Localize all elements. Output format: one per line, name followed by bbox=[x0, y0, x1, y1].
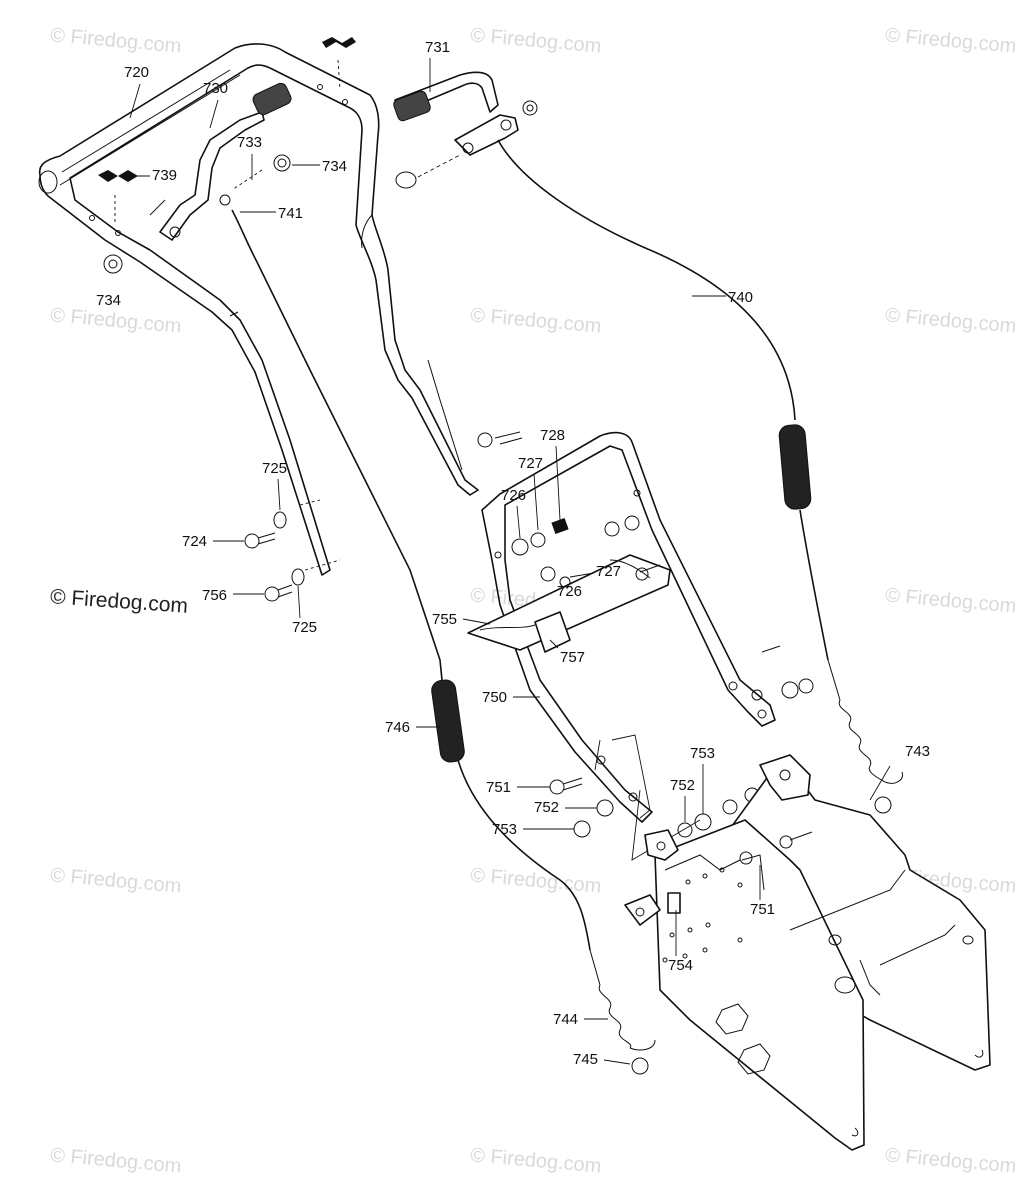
washer-752-left bbox=[596, 799, 614, 817]
label-753-lower: 753 bbox=[492, 821, 517, 838]
label-740: 740 bbox=[728, 289, 753, 306]
bolt-756 bbox=[264, 568, 305, 602]
bolt-724 bbox=[244, 511, 287, 549]
label-743: 743 bbox=[905, 743, 930, 760]
label-745: 745 bbox=[573, 1051, 598, 1068]
label-725-upper: 725 bbox=[262, 460, 287, 477]
lever-731 bbox=[393, 71, 538, 189]
label-730: 730 bbox=[203, 80, 228, 97]
decal-top bbox=[322, 37, 356, 48]
label-733: 733 bbox=[237, 134, 262, 151]
cable-741 bbox=[231, 209, 591, 951]
label-720: 720 bbox=[124, 64, 149, 81]
label-741: 741 bbox=[278, 205, 303, 222]
label-750: 750 bbox=[482, 689, 507, 706]
nut-734-upper bbox=[273, 154, 291, 172]
label-757: 757 bbox=[560, 649, 585, 666]
decal-739 bbox=[98, 170, 138, 182]
hardware-cluster bbox=[477, 431, 814, 701]
label-746: 746 bbox=[385, 719, 410, 736]
cable-sleeve-746 bbox=[431, 679, 465, 763]
label-752-upper: 752 bbox=[670, 777, 695, 794]
label-725-lower: 725 bbox=[292, 619, 317, 636]
label-728: 728 bbox=[540, 427, 565, 444]
spring-744 bbox=[589, 949, 656, 1075]
label-752-lower: 752 bbox=[534, 799, 559, 816]
label-756: 756 bbox=[202, 587, 227, 604]
bracket-757 bbox=[534, 611, 571, 653]
label-726-lower: 726 bbox=[557, 583, 582, 600]
label-744: 744 bbox=[553, 1011, 578, 1028]
label-727-upper: 727 bbox=[518, 455, 543, 472]
label-751-left: 751 bbox=[486, 779, 511, 796]
nut-753-left bbox=[573, 820, 591, 838]
label-755: 755 bbox=[432, 611, 457, 628]
cable-740 bbox=[497, 139, 829, 661]
label-734-upper: 734 bbox=[322, 158, 347, 175]
label-734-lower: 734 bbox=[96, 292, 121, 309]
label-726-upper: 726 bbox=[501, 487, 526, 504]
label-724: 724 bbox=[182, 533, 207, 550]
frame-assembly bbox=[624, 754, 991, 1151]
bolt-751-left bbox=[549, 777, 583, 795]
label-751-right: 751 bbox=[750, 901, 775, 918]
label-731: 731 bbox=[425, 39, 450, 56]
nut-734-lower bbox=[103, 254, 123, 274]
control-lever-730 bbox=[159, 82, 292, 241]
cable-sleeve-740 bbox=[778, 424, 812, 510]
label-753-upper: 753 bbox=[690, 745, 715, 762]
handle-bracket-750 bbox=[481, 431, 776, 823]
upper-handle-720 bbox=[38, 43, 479, 576]
labels: 720 730 731 733 734 739 741 734 740 728 … bbox=[96, 39, 930, 1068]
label-754: 754 bbox=[668, 957, 693, 974]
label-727-lower: 727 bbox=[596, 563, 621, 580]
label-739: 739 bbox=[152, 167, 177, 184]
spring-743 bbox=[827, 659, 904, 814]
